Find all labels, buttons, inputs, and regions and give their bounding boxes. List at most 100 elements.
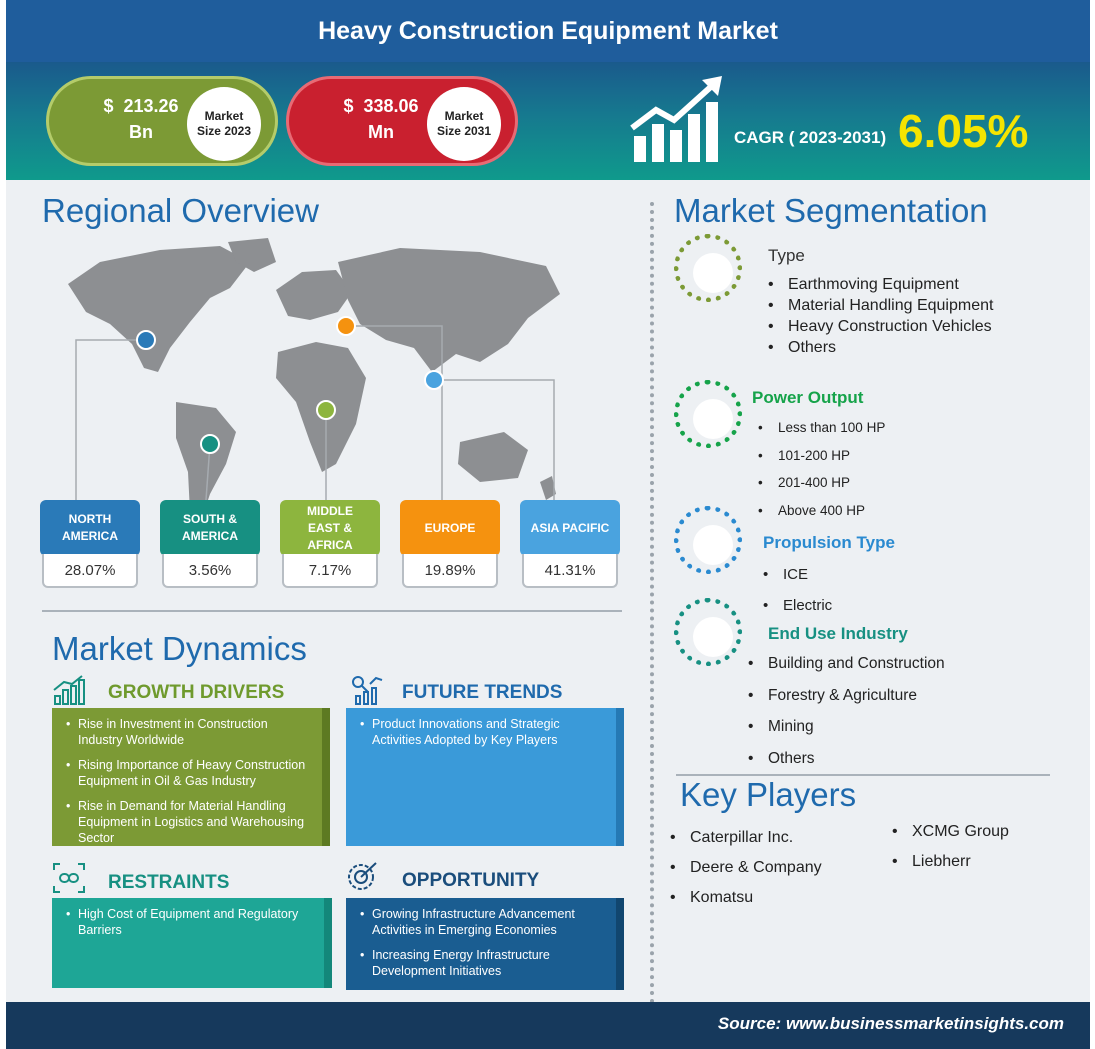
- amount-value: 338.06: [363, 96, 419, 116]
- end-use-industry-icon: [674, 598, 742, 666]
- region-label-line: NORTH: [68, 512, 112, 526]
- regional-overview-heading: Regional Overview: [42, 192, 319, 229]
- region-label-line: ASIA PACIFIC: [530, 520, 610, 535]
- restraints-title: RESTRAINTS: [108, 872, 230, 893]
- type-segment-icon: [674, 234, 742, 302]
- region-share: 19.89%: [402, 554, 498, 588]
- region-share: 28.07%: [42, 554, 138, 588]
- section-divider: [42, 610, 622, 612]
- currency-symbol: $: [103, 96, 114, 116]
- list-item: 101-200 HP: [758, 442, 885, 470]
- list-item: Product Innovations and Strategic Activi…: [360, 716, 606, 748]
- market-dynamics-heading: Market Dynamics: [52, 630, 307, 667]
- power-output-list: Less than 100 HP 101-200 HP 201-400 HP A…: [758, 414, 885, 524]
- region-label: SOUTH &AMERICA: [160, 500, 260, 556]
- north-america-marker: [136, 330, 156, 350]
- list-item: Rise in Demand for Material Handling Equ…: [66, 798, 312, 846]
- source-text: Source: www.businessmarketinsights.com: [717, 1014, 1064, 1033]
- middle-east-africa-marker: [316, 400, 336, 420]
- market-size-2031-amount: $ 338.06 Mn: [311, 93, 451, 145]
- region-label-line: AMERICA: [62, 529, 118, 543]
- region-share: 7.17%: [282, 554, 378, 588]
- region-asia-pacific: ASIA PACIFIC 41.31%: [520, 500, 620, 588]
- section-divider: [676, 774, 1050, 776]
- key-players-list-1: Caterpillar Inc. Deere & Company Komatsu: [670, 829, 822, 919]
- opportunity-icon: [348, 862, 377, 890]
- power-output-icon: [674, 380, 742, 448]
- label-line: Size 2023: [196, 124, 252, 138]
- key-players-heading: Key Players: [680, 776, 857, 813]
- region-europe: EUROPE 19.89%: [400, 500, 500, 588]
- amount-unit: Mn: [368, 122, 394, 142]
- region-label-line: EUROPE: [424, 520, 476, 535]
- future-trends-box: Product Innovations and Strategic Activi…: [346, 708, 624, 846]
- list-item: Heavy Construction Vehicles: [768, 316, 993, 337]
- label-line: Market: [444, 109, 484, 123]
- propulsion-type-list: ICE Electric: [763, 559, 832, 621]
- world-map: [68, 238, 560, 524]
- power-output-title: Power Output: [752, 388, 864, 407]
- opportunity-box: Growing Infrastructure Advancement Activ…: [346, 898, 624, 990]
- restraints-icon: [53, 863, 85, 893]
- asia-pacific-marker: [424, 370, 444, 390]
- growth-drivers-icon: [53, 675, 85, 705]
- list-item: Electric: [763, 590, 832, 621]
- market-size-2023-amount: $ 213.26 Bn: [71, 93, 211, 145]
- end-use-industry-title: End Use Industry: [768, 624, 908, 643]
- list-item: Mining: [748, 711, 945, 743]
- label-line: Size 2031: [436, 124, 492, 138]
- region-label-line: AFRICA: [307, 537, 353, 552]
- list-item: 201-400 HP: [758, 469, 885, 497]
- growth-drivers-box: Rise in Investment in Construction Indus…: [52, 708, 330, 846]
- list-item: Others: [748, 743, 945, 775]
- amount-value: 213.26: [123, 96, 179, 116]
- region-share: 41.31%: [522, 554, 618, 588]
- list-item: Komatsu: [670, 889, 822, 919]
- region-label: MIDDLE EAST & AFRICA: [280, 500, 380, 556]
- region-label: ASIA PACIFIC: [520, 500, 620, 556]
- growth-chart-icon: [630, 76, 722, 162]
- list-item: Rise in Investment in Construction Indus…: [66, 716, 312, 748]
- list-item: ICE: [763, 559, 832, 590]
- list-item: Less than 100 HP: [758, 414, 885, 442]
- amount-unit: Bn: [129, 122, 153, 142]
- label-line: Market: [204, 109, 244, 123]
- propulsion-type-icon: [674, 506, 742, 574]
- list-item: Building and Construction: [748, 648, 945, 680]
- list-item: Caterpillar Inc.: [670, 829, 822, 859]
- list-item: Rising Importance of Heavy Construction …: [66, 757, 312, 789]
- future-trends-icon: [352, 676, 383, 705]
- type-segment-list: Earthmoving Equipment Material Handling …: [768, 274, 993, 358]
- list-item: Deere & Company: [670, 859, 822, 889]
- list-item: Liebherr: [892, 853, 1009, 883]
- propulsion-type-title: Propulsion Type: [763, 533, 895, 552]
- region-south-america: SOUTH &AMERICA 3.56%: [160, 500, 260, 588]
- list-item: Earthmoving Equipment: [768, 274, 993, 295]
- region-middle-east-africa: MIDDLE EAST & AFRICA 7.17%: [280, 500, 380, 588]
- list-item: Forestry & Agriculture: [748, 680, 945, 712]
- key-players-list-2: XCMG Group Liebherr: [892, 823, 1009, 883]
- list-item: Above 400 HP: [758, 497, 885, 525]
- list-item: Material Handling Equipment: [768, 295, 993, 316]
- cagr-label: CAGR ( 2023-2031): [734, 128, 887, 147]
- restraints-box: High Cost of Equipment and Regulatory Ba…: [52, 898, 332, 988]
- region-label-line: EAST &: [307, 520, 352, 535]
- region-label-line: SOUTH &: [183, 512, 237, 526]
- vertical-divider: [650, 202, 654, 1012]
- europe-marker: [336, 316, 356, 336]
- region-label: EUROPE: [400, 500, 500, 556]
- region-share: 3.56%: [162, 554, 258, 588]
- cagr-value: 6.05%: [898, 105, 1029, 157]
- list-item: Increasing Energy Infrastructure Develop…: [360, 947, 606, 979]
- type-segment-title: Type: [768, 246, 805, 265]
- region-label: NORTH AMERICA: [40, 500, 140, 556]
- list-item: Growing Infrastructure Advancement Activ…: [360, 906, 606, 938]
- region-label-line: MIDDLE: [307, 503, 353, 518]
- list-item: High Cost of Equipment and Regulatory Ba…: [66, 906, 314, 938]
- currency-symbol: $: [343, 96, 354, 116]
